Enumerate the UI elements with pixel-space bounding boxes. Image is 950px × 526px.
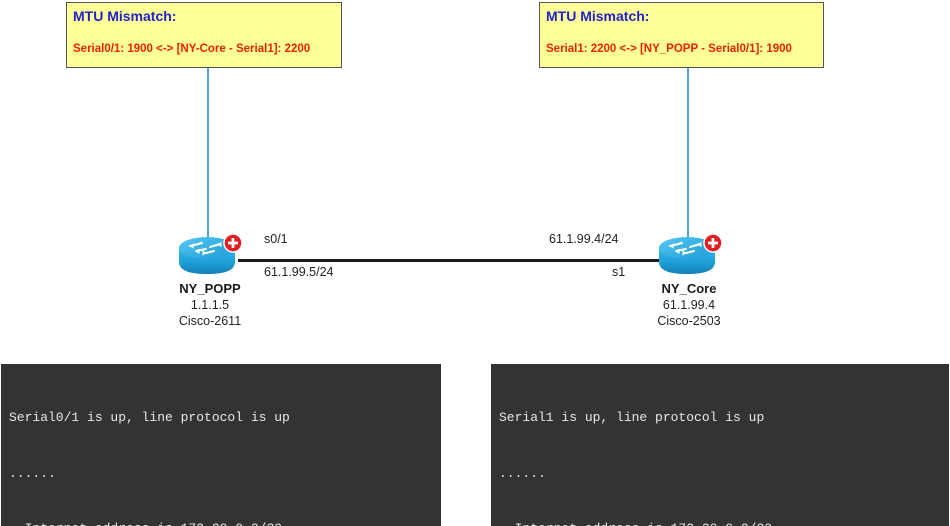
terminal-line: ...... <box>499 465 546 481</box>
terminal-line: ...... <box>9 465 56 481</box>
terminal-line: Serial1 is up, line protocol is up <box>499 410 765 425</box>
callout-connector-line-right <box>687 68 689 248</box>
router-icon-ny-popp[interactable] <box>176 232 242 278</box>
terminal-line: Serial0/1 is up, line protocol is up <box>9 410 290 425</box>
callout-connector-line-left <box>207 68 209 248</box>
link-label-right-interface: s1 <box>612 265 626 279</box>
mtu-mismatch-callout-right: MTU Mismatch: Serial1: 2200 <-> [NY_POPP… <box>539 2 824 68</box>
callout-title-left: MTU Mismatch: <box>73 8 177 24</box>
link-label-left-interface: s0/1 <box>264 232 288 246</box>
mtu-mismatch-callout-left: MTU Mismatch: Serial0/1: 1900 <-> [NY-Co… <box>66 2 342 68</box>
callout-detail-left: Serial0/1: 1900 <-> [NY-Core - Serial1]:… <box>73 43 311 55</box>
link-label-left-subnet: 61.1.99.5/24 <box>264 265 334 279</box>
terminal-line: Internet address is 172.20.0.2/30 <box>499 520 943 526</box>
node-model-ny-core: Cisco-2503 <box>657 314 721 328</box>
router-icon-ny-core[interactable] <box>656 232 722 278</box>
node-name-ny-core: NY_Core <box>661 281 717 296</box>
node-ip-ny-core: 61.1.99.4 <box>662 298 716 312</box>
node-model-ny-popp: Cisco-2611 <box>178 314 242 328</box>
callout-detail-right: Serial1: 2200 <-> [NY_POPP - Serial0/1]:… <box>546 43 792 55</box>
node-name-ny-popp: NY_POPP <box>179 281 241 296</box>
terminal-output-right[interactable]: Serial1 is up, line protocol is up .....… <box>491 364 949 526</box>
terminal-output-left[interactable]: Serial0/1 is up, line protocol is up ...… <box>1 364 441 526</box>
serial-link-line <box>238 259 662 262</box>
red-plus-badge <box>223 233 242 253</box>
node-ip-ny-popp: 1.1.1.5 <box>190 298 230 312</box>
link-label-right-subnet: 61.1.99.4/24 <box>549 232 619 246</box>
callout-title-right: MTU Mismatch: <box>546 8 650 24</box>
terminal-line: Internet address is 172.20.0.2/30 <box>9 520 435 526</box>
red-plus-badge <box>703 233 722 253</box>
node-labels-ny-popp: NY_POPP 1.1.1.5 Cisco-2611 <box>130 281 290 329</box>
node-labels-ny-core: NY_Core 61.1.99.4 Cisco-2503 <box>609 281 769 329</box>
